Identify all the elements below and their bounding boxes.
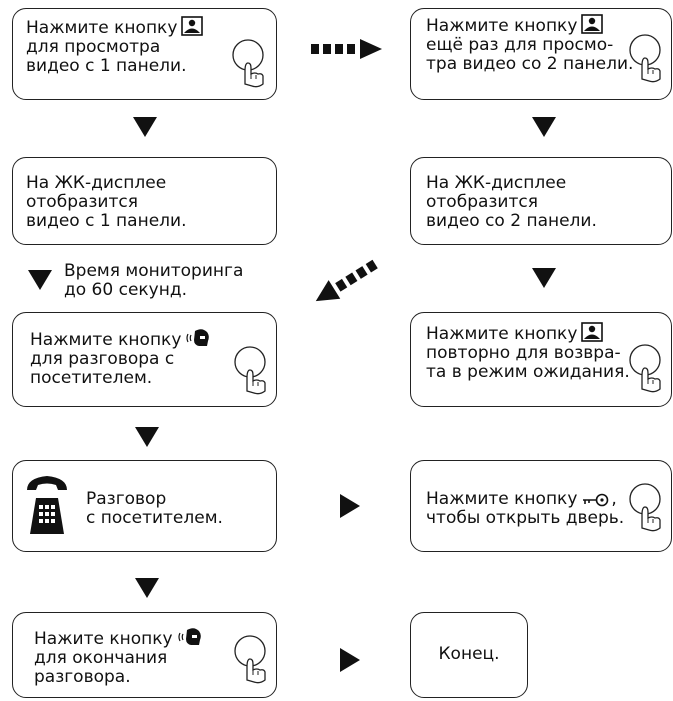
step-5-box bbox=[12, 312, 277, 407]
arrow-right bbox=[340, 648, 360, 672]
arrow-down bbox=[532, 268, 556, 288]
unlock-key-icon bbox=[583, 493, 609, 507]
monitor-picture-icon bbox=[581, 14, 604, 34]
step-4-box bbox=[410, 157, 672, 245]
step-10-text: Конец. bbox=[438, 644, 500, 664]
step-6-box bbox=[410, 312, 672, 407]
talk-head-icon bbox=[177, 628, 201, 645]
press-button-hand-icon bbox=[234, 635, 266, 684]
press-button-hand-icon bbox=[629, 344, 661, 393]
step-4-text: На ЖК-дисплее отобразится видео со 2 пан… bbox=[426, 173, 597, 231]
dashed-arrow-right bbox=[311, 39, 382, 59]
press-button-hand-icon bbox=[629, 34, 661, 83]
monitoring-time-note: Время мониторинга до 60 секунд. bbox=[64, 261, 244, 300]
step-9-text: Нажите кнопку для окончания разговора. bbox=[34, 627, 203, 687]
arrow-down bbox=[28, 270, 52, 290]
step-7-text: Разговор с посетителем. bbox=[86, 489, 223, 528]
telephone-icon bbox=[27, 476, 67, 534]
press-button-hand-icon bbox=[629, 483, 661, 532]
step-9-box bbox=[12, 612, 277, 698]
step-3-box bbox=[12, 157, 277, 245]
monitor-picture-icon bbox=[581, 322, 604, 342]
step-5-text: Нажмите кнопку для разговора с посетител… bbox=[30, 328, 211, 388]
step-8-text: Нажмите кнопку, чтобы открыть дверь. bbox=[426, 489, 625, 528]
arrow-down bbox=[135, 427, 159, 447]
press-button-hand-icon bbox=[234, 346, 266, 395]
arrow-down bbox=[135, 578, 159, 598]
arrow-down bbox=[133, 117, 157, 137]
step-3-text: На ЖК-дисплее отобразится видео с 1 пане… bbox=[26, 173, 187, 231]
step-2-box bbox=[410, 8, 672, 100]
step-10-box bbox=[410, 612, 528, 698]
monitor-picture-icon bbox=[181, 16, 204, 36]
arrow-right bbox=[340, 494, 360, 518]
talk-head-icon bbox=[186, 329, 210, 346]
step-2-text: Нажмите кнопку ещё раз для просмо- тра в… bbox=[426, 14, 634, 74]
arrow-down bbox=[532, 117, 556, 137]
step-8-box bbox=[410, 460, 672, 552]
step-1-text: Нажмите кнопку для просмотра видео с 1 п… bbox=[26, 16, 204, 76]
dashed-arrow-diagonal bbox=[315, 259, 378, 302]
step-6-text: Нажмите кнопку повторно для возвра- та в… bbox=[426, 322, 630, 382]
press-button-hand-icon bbox=[232, 39, 264, 88]
